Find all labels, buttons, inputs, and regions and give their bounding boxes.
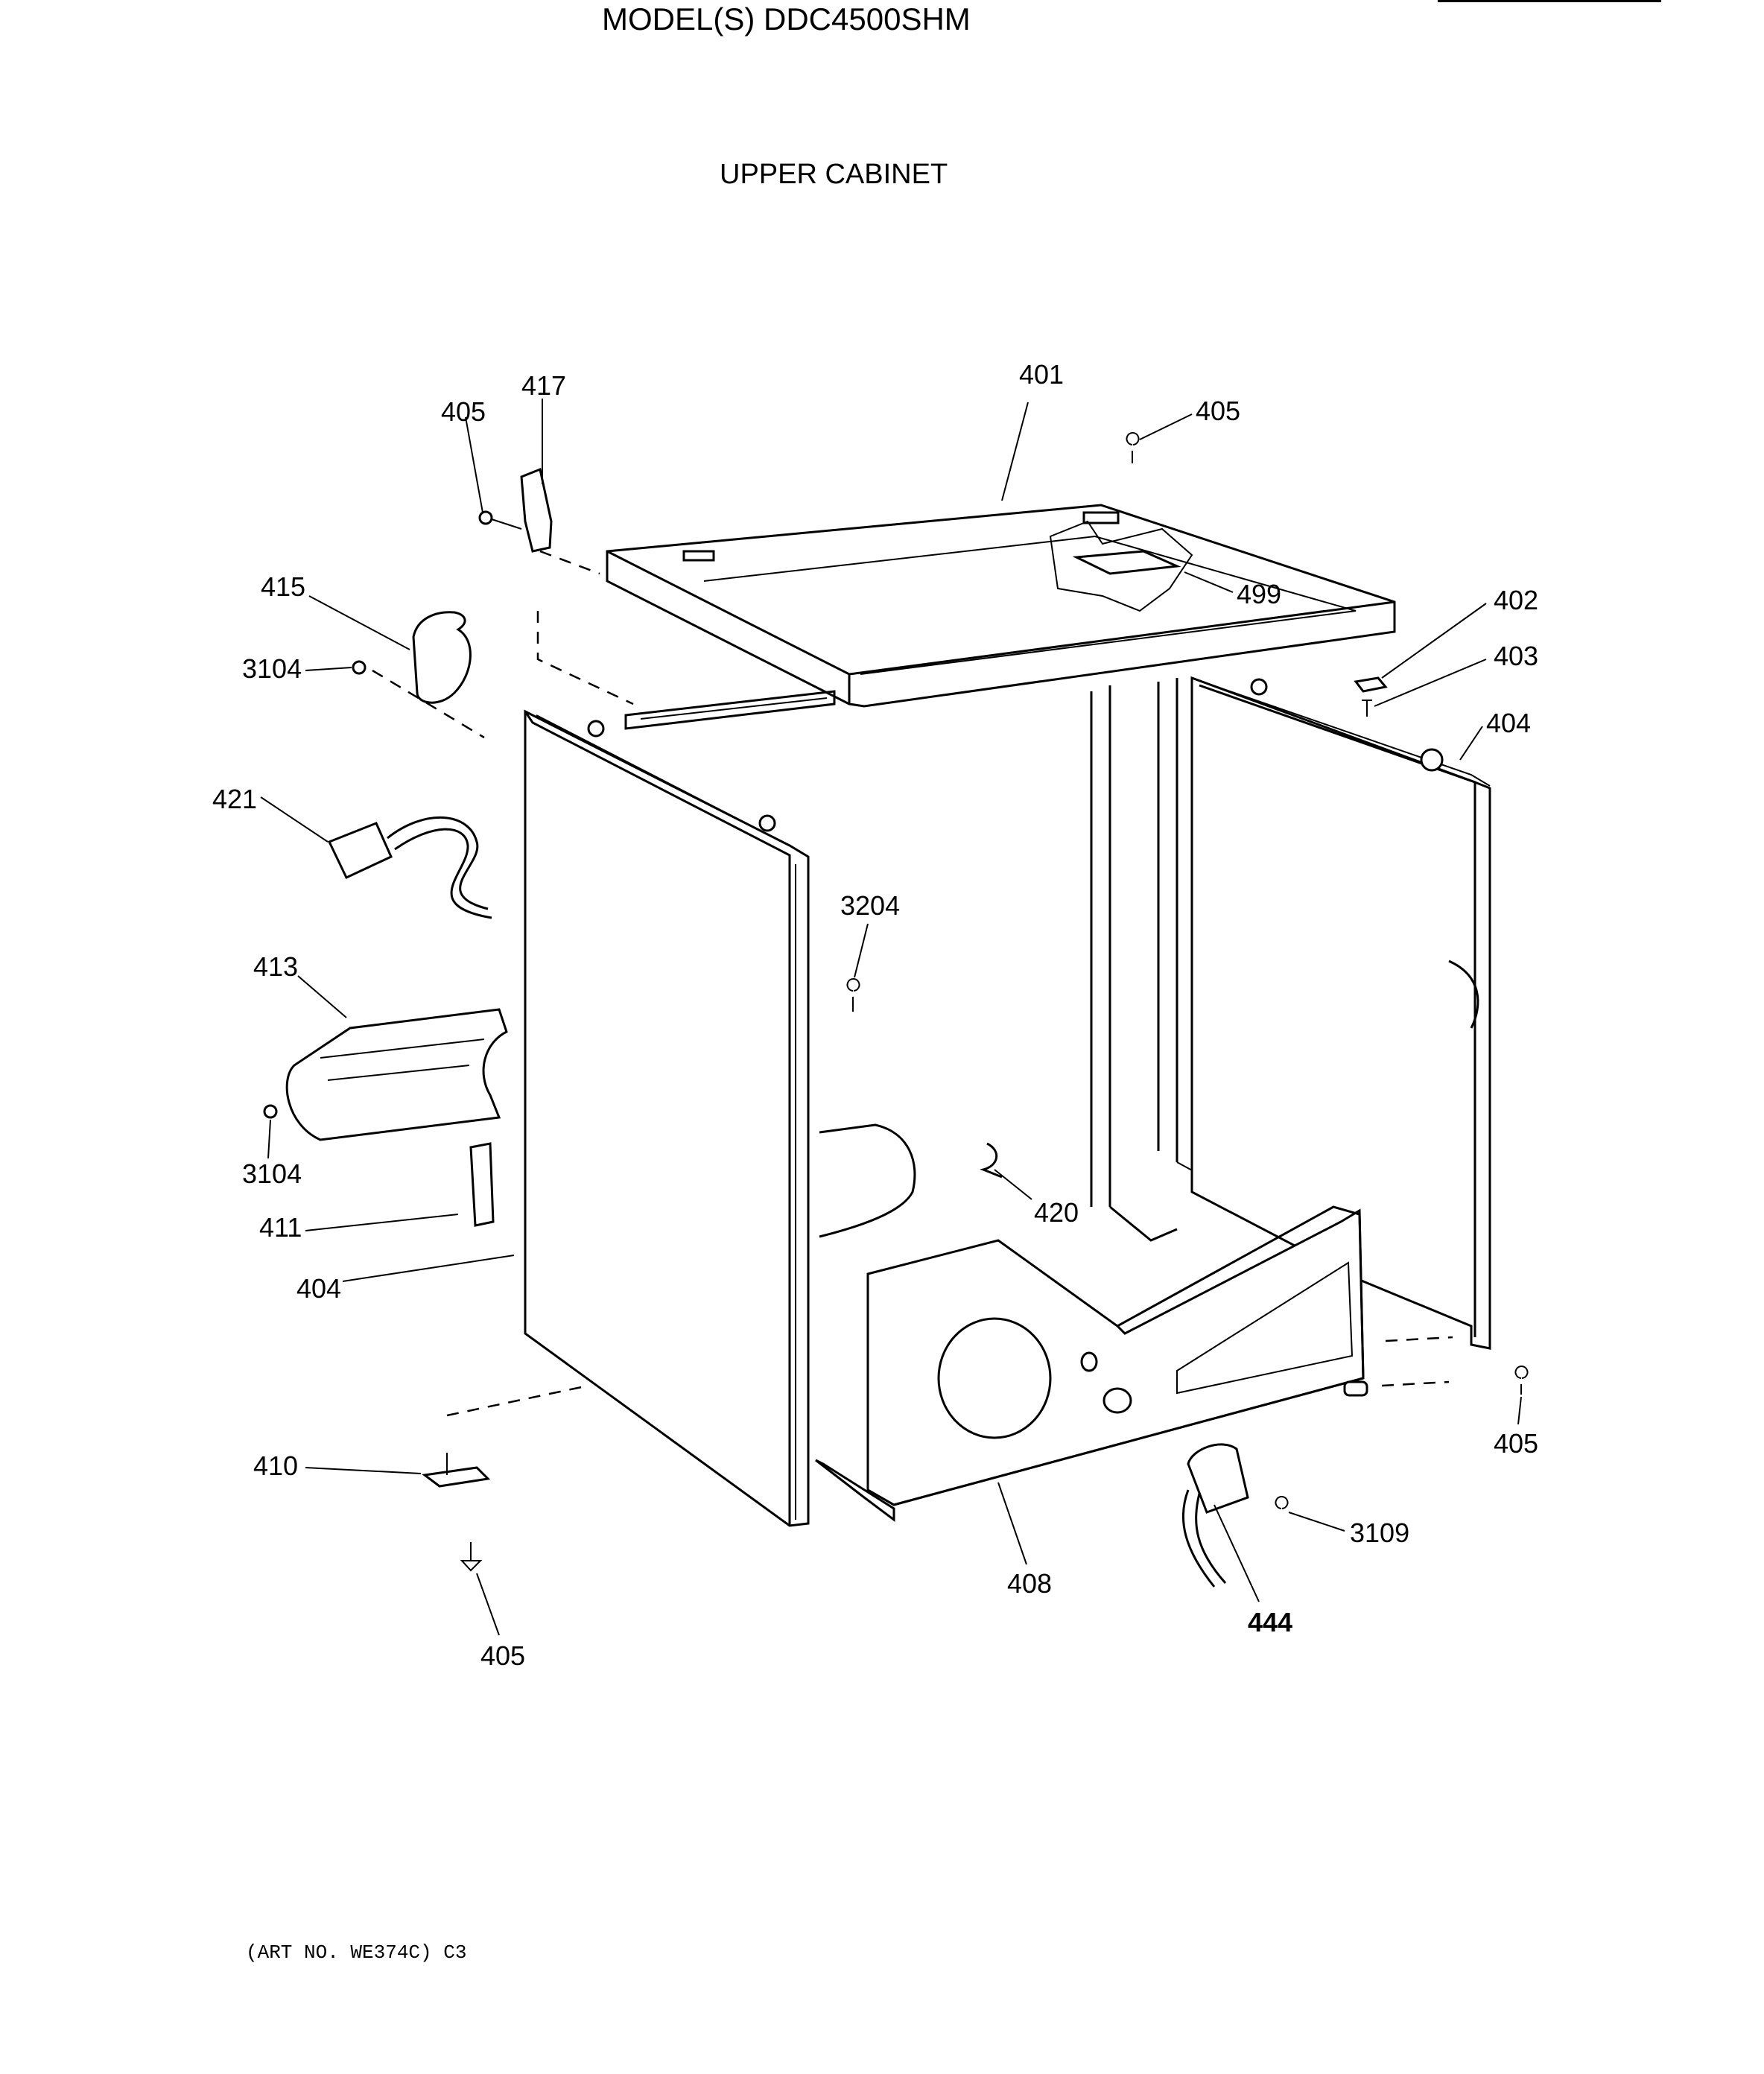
label-408: 408 xyxy=(1007,1568,1052,1599)
cutaway-region xyxy=(1049,520,1193,612)
clip-420 xyxy=(980,1142,1003,1179)
pad-499 xyxy=(1072,550,1181,575)
label-402: 402 xyxy=(1494,585,1538,615)
screw-405-right xyxy=(1514,1366,1529,1395)
label-405-right: 405 xyxy=(1494,1428,1538,1459)
right-side-panel xyxy=(1190,676,1491,1350)
label-405-top-left: 405 xyxy=(441,396,486,427)
left-side-panel xyxy=(524,709,810,1527)
leader-lines xyxy=(260,399,1522,1636)
label-3104-top: 3104 xyxy=(242,653,302,684)
strap-411 xyxy=(469,1142,495,1227)
top-rule xyxy=(1438,0,1661,2)
hinge-417 xyxy=(520,467,553,553)
label-415: 415 xyxy=(261,571,305,602)
label-413: 413 xyxy=(253,951,298,982)
page-title: MODEL(S) DDC4500SHM xyxy=(602,1,971,37)
cover-415 xyxy=(412,611,472,704)
label-499: 499 xyxy=(1237,579,1281,609)
label-421: 421 xyxy=(212,784,257,814)
screw-3104-top xyxy=(352,660,367,675)
harness-444 xyxy=(1187,1443,1249,1514)
label-420: 420 xyxy=(1034,1197,1079,1228)
label-405-bottom: 405 xyxy=(480,1640,525,1671)
label-401: 401 xyxy=(1019,359,1064,390)
label-405-top-right: 405 xyxy=(1196,396,1240,426)
bracket-413 xyxy=(285,1008,508,1141)
screw-3104-bottom xyxy=(263,1104,278,1119)
art-number: (ART NO. WE374C) C3 xyxy=(246,1941,467,1964)
top-panel xyxy=(606,504,1396,708)
screw-3109 xyxy=(1275,1496,1289,1509)
pad-402 xyxy=(1354,676,1388,693)
rear-bracket xyxy=(819,1123,916,1238)
screw-3204 xyxy=(846,978,860,1012)
label-3104-bottom: 3104 xyxy=(242,1158,302,1189)
top-slot-left xyxy=(682,550,715,562)
part-labels: 401 402 403 404 404 405 405 405 405 408 … xyxy=(212,359,1538,1671)
bracket-410 xyxy=(422,1466,491,1488)
exhaust-opening xyxy=(937,1317,1052,1439)
label-404-right: 404 xyxy=(1486,708,1531,738)
top-slot-right xyxy=(1082,511,1120,524)
label-404-left: 404 xyxy=(296,1273,341,1304)
label-444: 444 xyxy=(1248,1607,1292,1637)
front-lower-panel xyxy=(815,1205,1368,1522)
section-title: UPPER CABINET xyxy=(720,159,948,190)
screw-405-bottom xyxy=(460,1542,483,1572)
label-3109: 3109 xyxy=(1350,1518,1409,1548)
screw-403 xyxy=(1362,700,1372,717)
label-3204: 3204 xyxy=(840,890,900,921)
label-410: 410 xyxy=(253,1450,298,1481)
plug-421 xyxy=(327,822,393,879)
screw-405-tr xyxy=(1126,432,1140,463)
label-403: 403 xyxy=(1494,641,1538,671)
screw-405-tl xyxy=(478,510,493,525)
label-411: 411 xyxy=(259,1212,302,1243)
label-417: 417 xyxy=(521,370,566,401)
